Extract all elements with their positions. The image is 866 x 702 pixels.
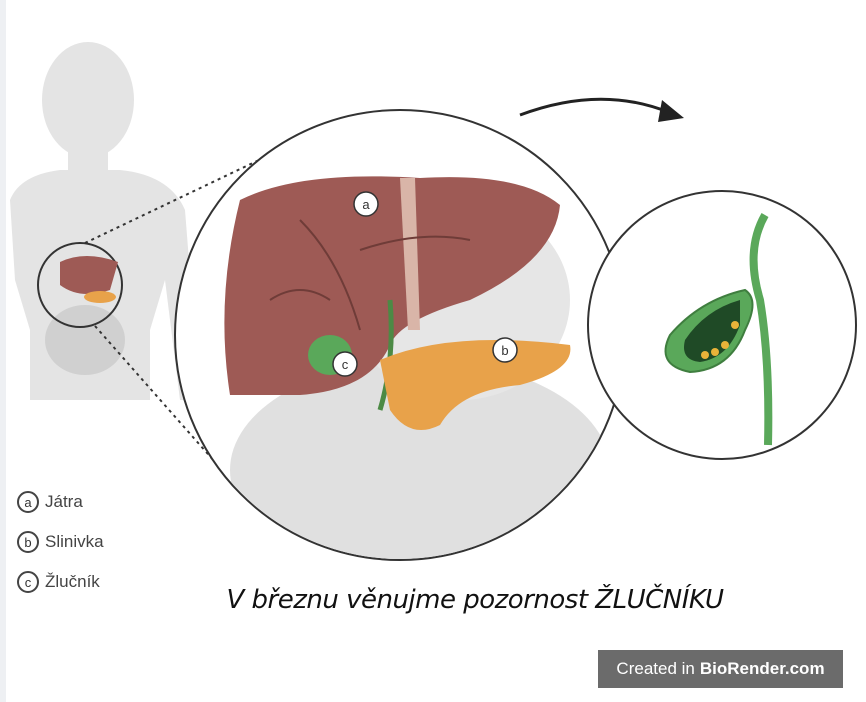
left-edge-strip: [0, 0, 6, 702]
legend-item-pancreas: b Slinivka: [17, 522, 104, 562]
organ-detail-circle: a b c: [174, 109, 626, 561]
legend-marker: a: [17, 491, 39, 513]
credit-prefix: Created in: [616, 659, 695, 678]
svg-text:a: a: [362, 197, 370, 212]
legend-label: Žlučník: [45, 572, 100, 591]
zoom-connector-top: [84, 149, 281, 244]
legend-item-gallbladder: c Žlučník: [17, 562, 104, 602]
small-intestine-silhouette: [45, 305, 125, 375]
credit-brand: BioRender.com: [699, 659, 825, 678]
caption: V březnu věnujme pozornost ŽLUČNÍKU: [226, 585, 724, 615]
legend-item-liver: a Játra: [17, 482, 104, 522]
liver: [224, 176, 560, 395]
pancreas: [380, 340, 571, 430]
biorender-credit-badge: Created in BioRender.com: [598, 650, 843, 688]
gallbladder-detail-circle: [587, 190, 857, 460]
legend-marker: b: [17, 531, 39, 553]
svg-text:b: b: [501, 343, 508, 358]
svg-text:c: c: [342, 357, 349, 372]
legend-label: Játra: [45, 492, 83, 511]
zoom-source-circle: [37, 242, 123, 328]
curved-arrow-icon: [519, 97, 684, 122]
legend-marker: c: [17, 571, 39, 593]
legend-label: Slinivka: [45, 532, 104, 551]
legend: a Játra b Slinivka c Žlučník: [17, 482, 104, 602]
